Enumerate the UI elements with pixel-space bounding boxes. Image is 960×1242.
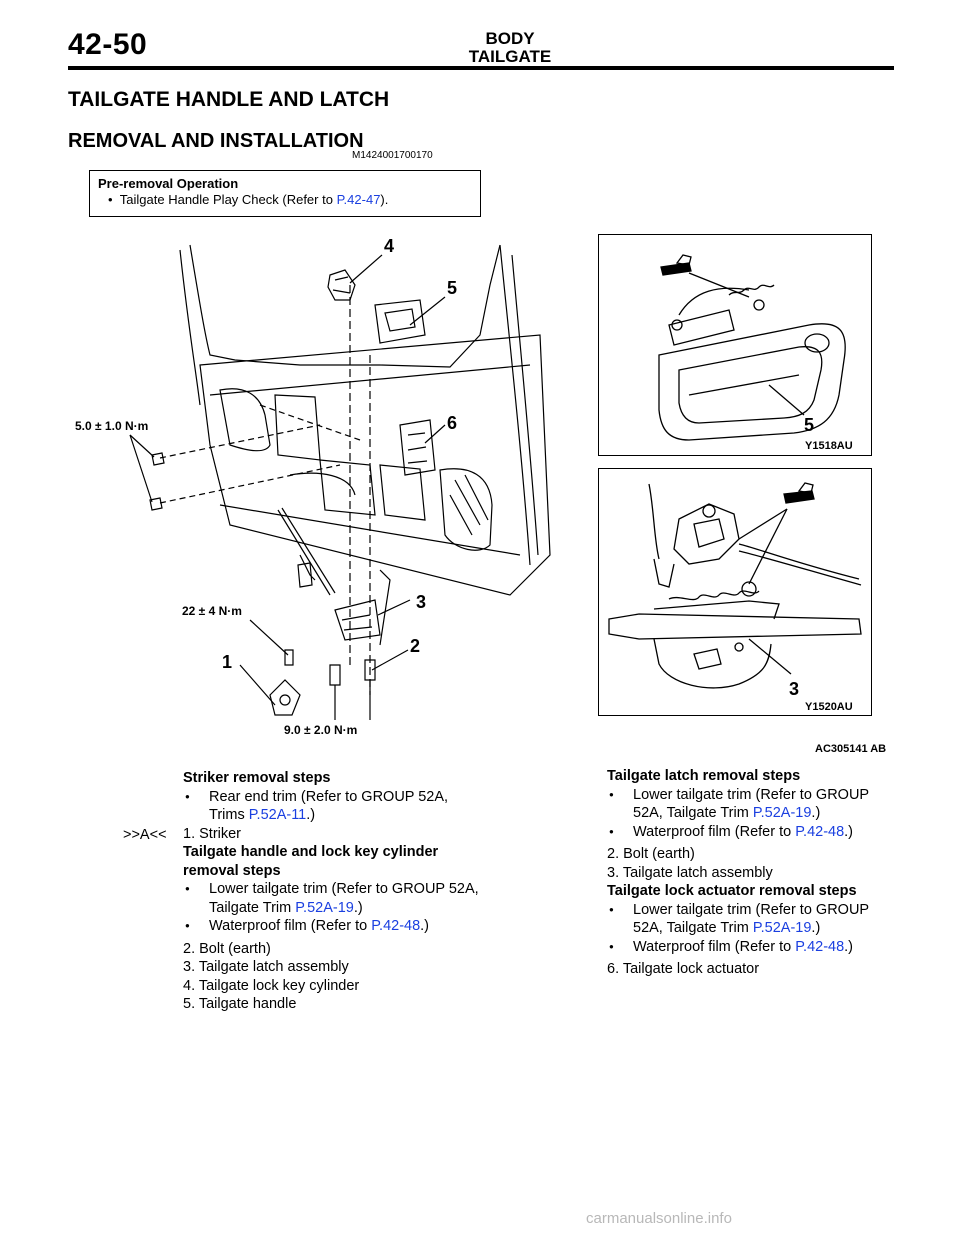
- callout-6: 6: [447, 413, 458, 433]
- torque-striker-bolt: 22 ± 4 N·m: [182, 604, 242, 618]
- inset1-label: Y1518AU: [805, 440, 853, 452]
- watermark: carmanualsonline.info: [586, 1210, 732, 1227]
- link-p52a-19[interactable]: P.52A-19: [752, 920, 812, 936]
- step-bolt: 2. Bolt (earth): [607, 846, 695, 862]
- list-item: Lower tailgate trim (Refer to GROUP 52A,…: [183, 880, 483, 917]
- actuator-steps-heading: Tailgate lock actuator removal steps: [607, 883, 857, 899]
- step-key-cylinder: 4. Tailgate lock key cylinder: [183, 977, 360, 994]
- list-item: Waterproof film (Refer to P.42-48.): [607, 938, 897, 957]
- link-p52a-19[interactable]: P.52A-19: [752, 805, 812, 821]
- pre-removal-box: Pre-removal Operation • Tailgate Handle …: [89, 170, 481, 217]
- figure-code: AC305141 AB: [815, 743, 887, 755]
- inset-handle: 5 Y1518AU: [598, 234, 872, 456]
- list-item: Lower tailgate trim (Refer to GROUP 52A,…: [607, 901, 897, 938]
- page-number: 42-50: [68, 28, 148, 61]
- callout-5: 5: [447, 278, 458, 298]
- inset2-label: Y1520AU: [805, 701, 853, 713]
- step-handle: 5. Tailgate handle: [183, 996, 297, 1012]
- page-title: TAILGATE HANDLE AND LATCH: [68, 88, 390, 111]
- section-name: BODY: [485, 29, 535, 48]
- header-rule: [68, 66, 894, 70]
- callout-4: 4: [384, 236, 395, 256]
- link-p42-48[interactable]: P.42-48: [795, 938, 845, 955]
- tailgate-exploded-diagram: [129, 244, 551, 720]
- inset1-callout-5: 5: [804, 415, 815, 435]
- list-item: Lower tailgate trim (Refer to GROUP 52A,…: [607, 786, 897, 823]
- subsection-name: TAILGATE: [468, 47, 552, 66]
- left-column: Striker removal steps Rear end trim (Ref…: [183, 769, 483, 1014]
- list-item: Waterproof film (Refer to P.42-48.): [607, 823, 897, 842]
- doc-id: M1424001700170: [352, 150, 433, 161]
- link-p42-47[interactable]: P.42-47: [336, 192, 381, 207]
- right-column: Tailgate latch removal steps Lower tailg…: [607, 767, 897, 979]
- section-title: BODY TAILGATE: [460, 30, 560, 66]
- pre-removal-item: • Tailgate Handle Play Check (Refer to P…: [108, 192, 389, 207]
- ref-mark-A: >>A<<: [123, 827, 167, 843]
- striker-steps-heading: Striker removal steps: [183, 770, 331, 786]
- link-p52a-19[interactable]: P.52A-19: [295, 899, 354, 916]
- list-item: Rear end trim (Refer to GROUP 52A, Trims…: [183, 788, 483, 825]
- link-p52a-11[interactable]: P.52A-11: [248, 807, 307, 823]
- step-bolt: 2. Bolt (earth): [183, 940, 271, 957]
- list-item: Waterproof film (Refer to P.42-48.): [183, 917, 483, 936]
- latch-steps-heading: Tailgate latch removal steps: [607, 768, 801, 784]
- handle-steps-heading: Tailgate handle and lock key cylinder re…: [183, 844, 439, 879]
- latch-detail-diagram: [608, 482, 862, 689]
- inset2-callout-3: 3: [789, 679, 800, 699]
- inset-latch: 3 Y1520AU: [598, 468, 872, 716]
- callout-3: 3: [416, 592, 427, 612]
- torque-latch-bolts: 9.0 ± 2.0 N·m: [284, 723, 358, 737]
- step-latch: 3. Tailgate latch assembly: [183, 959, 349, 975]
- step-striker: 1. Striker: [183, 825, 242, 842]
- callout-1: 1: [222, 652, 233, 672]
- pre-removal-title: Pre-removal Operation: [98, 176, 239, 191]
- step-actuator: 6. Tailgate lock actuator: [607, 961, 760, 977]
- callout-2: 2: [410, 636, 421, 656]
- page-subtitle: REMOVAL AND INSTALLATION: [68, 130, 364, 152]
- link-p42-48[interactable]: P.42-48: [795, 823, 845, 840]
- torque-left-bolts: 5.0 ± 1.0 N·m: [75, 419, 149, 433]
- step-latch: 3. Tailgate latch assembly: [607, 864, 773, 881]
- handle-detail-diagram: [658, 254, 846, 441]
- link-p42-48[interactable]: P.42-48: [371, 918, 421, 934]
